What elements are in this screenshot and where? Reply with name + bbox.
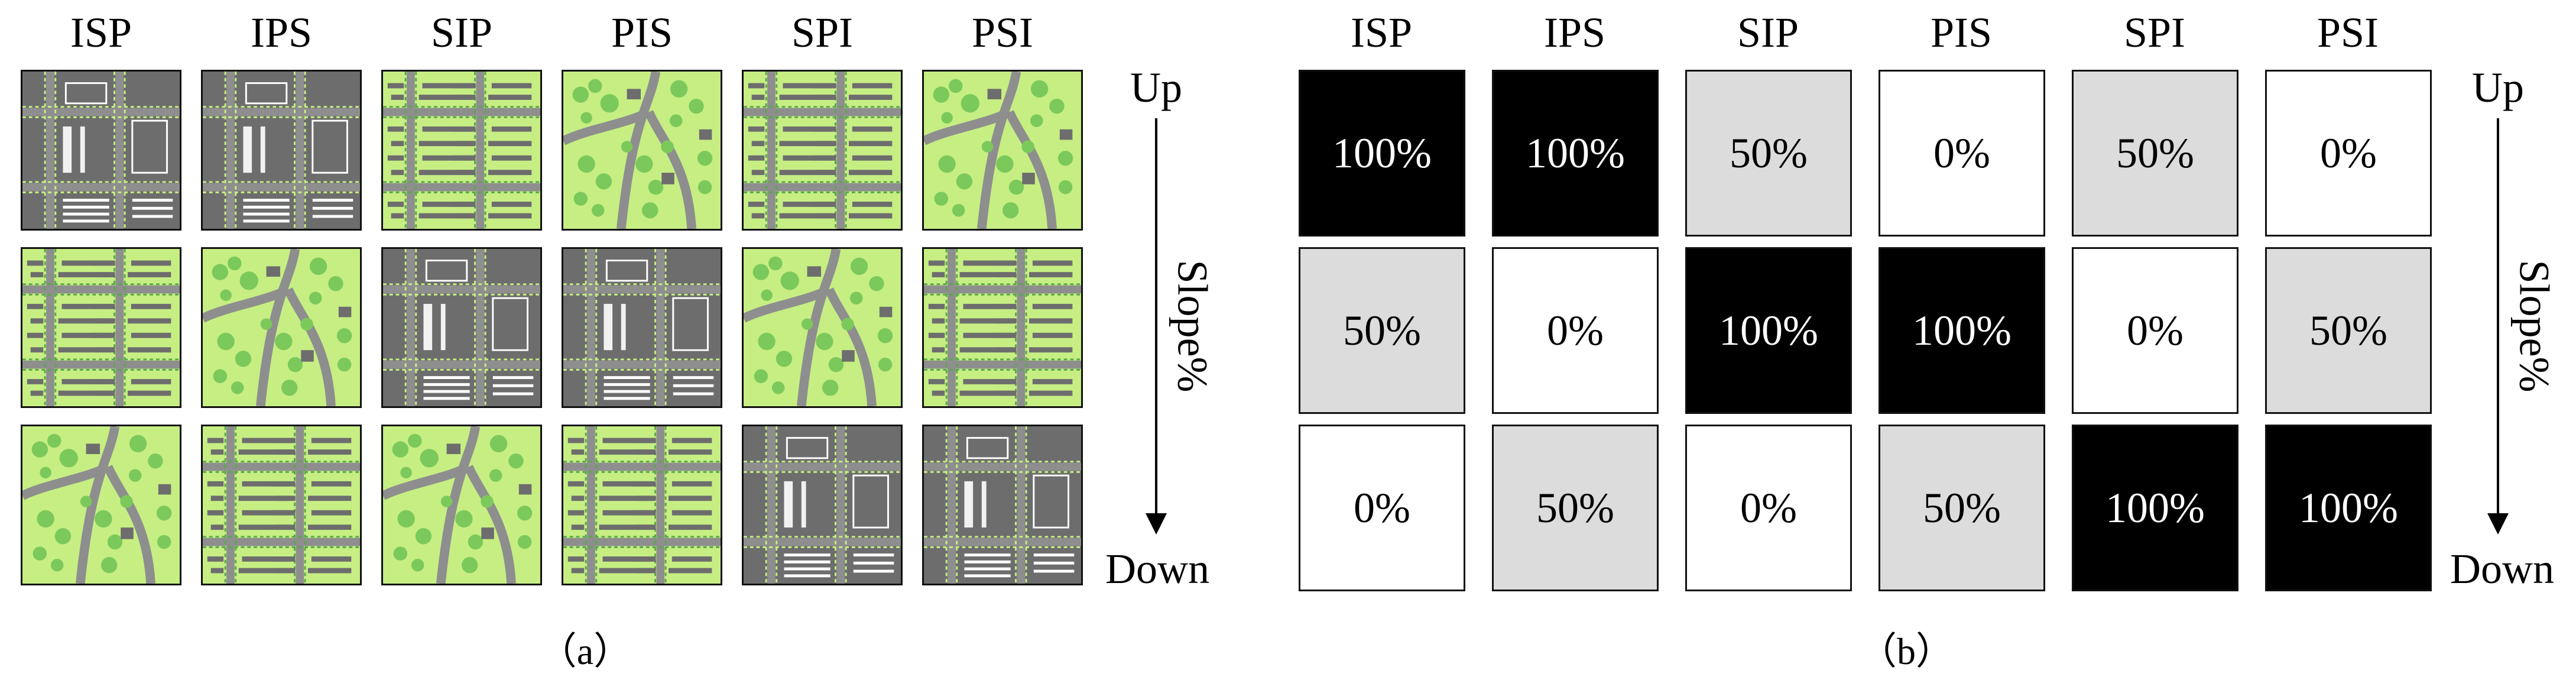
industrial-zone-tile [381, 247, 542, 408]
column-header-a-ips: IPS [250, 9, 313, 56]
percentage-cell: 100% [2265, 425, 2432, 591]
park-zone-tile [742, 247, 903, 408]
column-header-b-ips: IPS [1543, 9, 1606, 56]
percentage-cell: 0% [2265, 70, 2432, 237]
percentage-cell: 0% [1299, 425, 1465, 591]
residential-zone-tile [562, 425, 722, 585]
percentage-cell: 50% [1879, 425, 2045, 591]
percentage-cell: 50% [1299, 247, 1465, 414]
percentage-cell: 100% [1299, 70, 1465, 237]
industrial-zone-tile [922, 425, 1083, 585]
percentage-cell: 100% [1685, 247, 1852, 414]
percentage-cell: 50% [1492, 425, 1659, 591]
industrial-zone-tile [21, 70, 181, 231]
column-header-a-psi: PSI [971, 9, 1034, 56]
industrial-zone-tile [201, 70, 362, 231]
column-header-a-isp: ISP [70, 9, 132, 56]
residential-zone-tile [742, 70, 903, 231]
percentage-cell: 100% [1879, 247, 2045, 414]
park-zone-tile [922, 70, 1083, 231]
up-label-b: Up [2472, 64, 2524, 111]
caption-a: （a） [538, 630, 632, 672]
column-header-b-isp: ISP [1350, 9, 1413, 56]
park-zone-tile [201, 247, 362, 408]
slope-arrow-b [2497, 118, 2499, 514]
percentage-cell: 100% [2072, 425, 2238, 591]
park-zone-tile [21, 425, 181, 585]
residential-zone-tile [201, 425, 362, 585]
residential-zone-tile [381, 70, 542, 231]
down-label-a: Down [1105, 545, 1209, 592]
industrial-zone-tile [742, 425, 903, 585]
percentage-cell: 0% [2072, 247, 2238, 414]
column-header-b-pis: PIS [1930, 9, 1993, 56]
residential-zone-tile [21, 247, 181, 408]
column-header-a-sip: SIP [430, 9, 493, 56]
residential-zone-tile [922, 247, 1083, 408]
slope-arrow-a [1155, 118, 1157, 514]
percentage-cell: 0% [1492, 247, 1659, 414]
arrow-head-b [2487, 513, 2509, 535]
arrow-head-a [1146, 513, 1167, 535]
column-header-a-spi: SPI [791, 9, 854, 56]
park-zone-tile [381, 425, 542, 585]
column-header-b-spi: SPI [2123, 9, 2186, 56]
column-header-b-sip: SIP [1737, 9, 1799, 56]
slope-label-a: Slope% [1169, 260, 1216, 393]
caption-b: （b） [1859, 630, 1954, 672]
column-header-a-pis: PIS [611, 9, 673, 56]
up-label-a: Up [1130, 64, 1182, 111]
industrial-zone-tile [562, 247, 722, 408]
percentage-cell: 50% [2072, 70, 2238, 237]
slope-label-b: Slope% [2510, 260, 2558, 393]
column-header-b-psi: PSI [2317, 9, 2379, 56]
percentage-cell: 0% [1685, 425, 1852, 591]
down-label-b: Down [2450, 545, 2554, 592]
percentage-cell: 50% [2265, 247, 2432, 414]
park-zone-tile [562, 70, 722, 231]
percentage-cell: 0% [1879, 70, 2045, 237]
percentage-cell: 50% [1685, 70, 1852, 237]
percentage-cell: 100% [1492, 70, 1659, 237]
